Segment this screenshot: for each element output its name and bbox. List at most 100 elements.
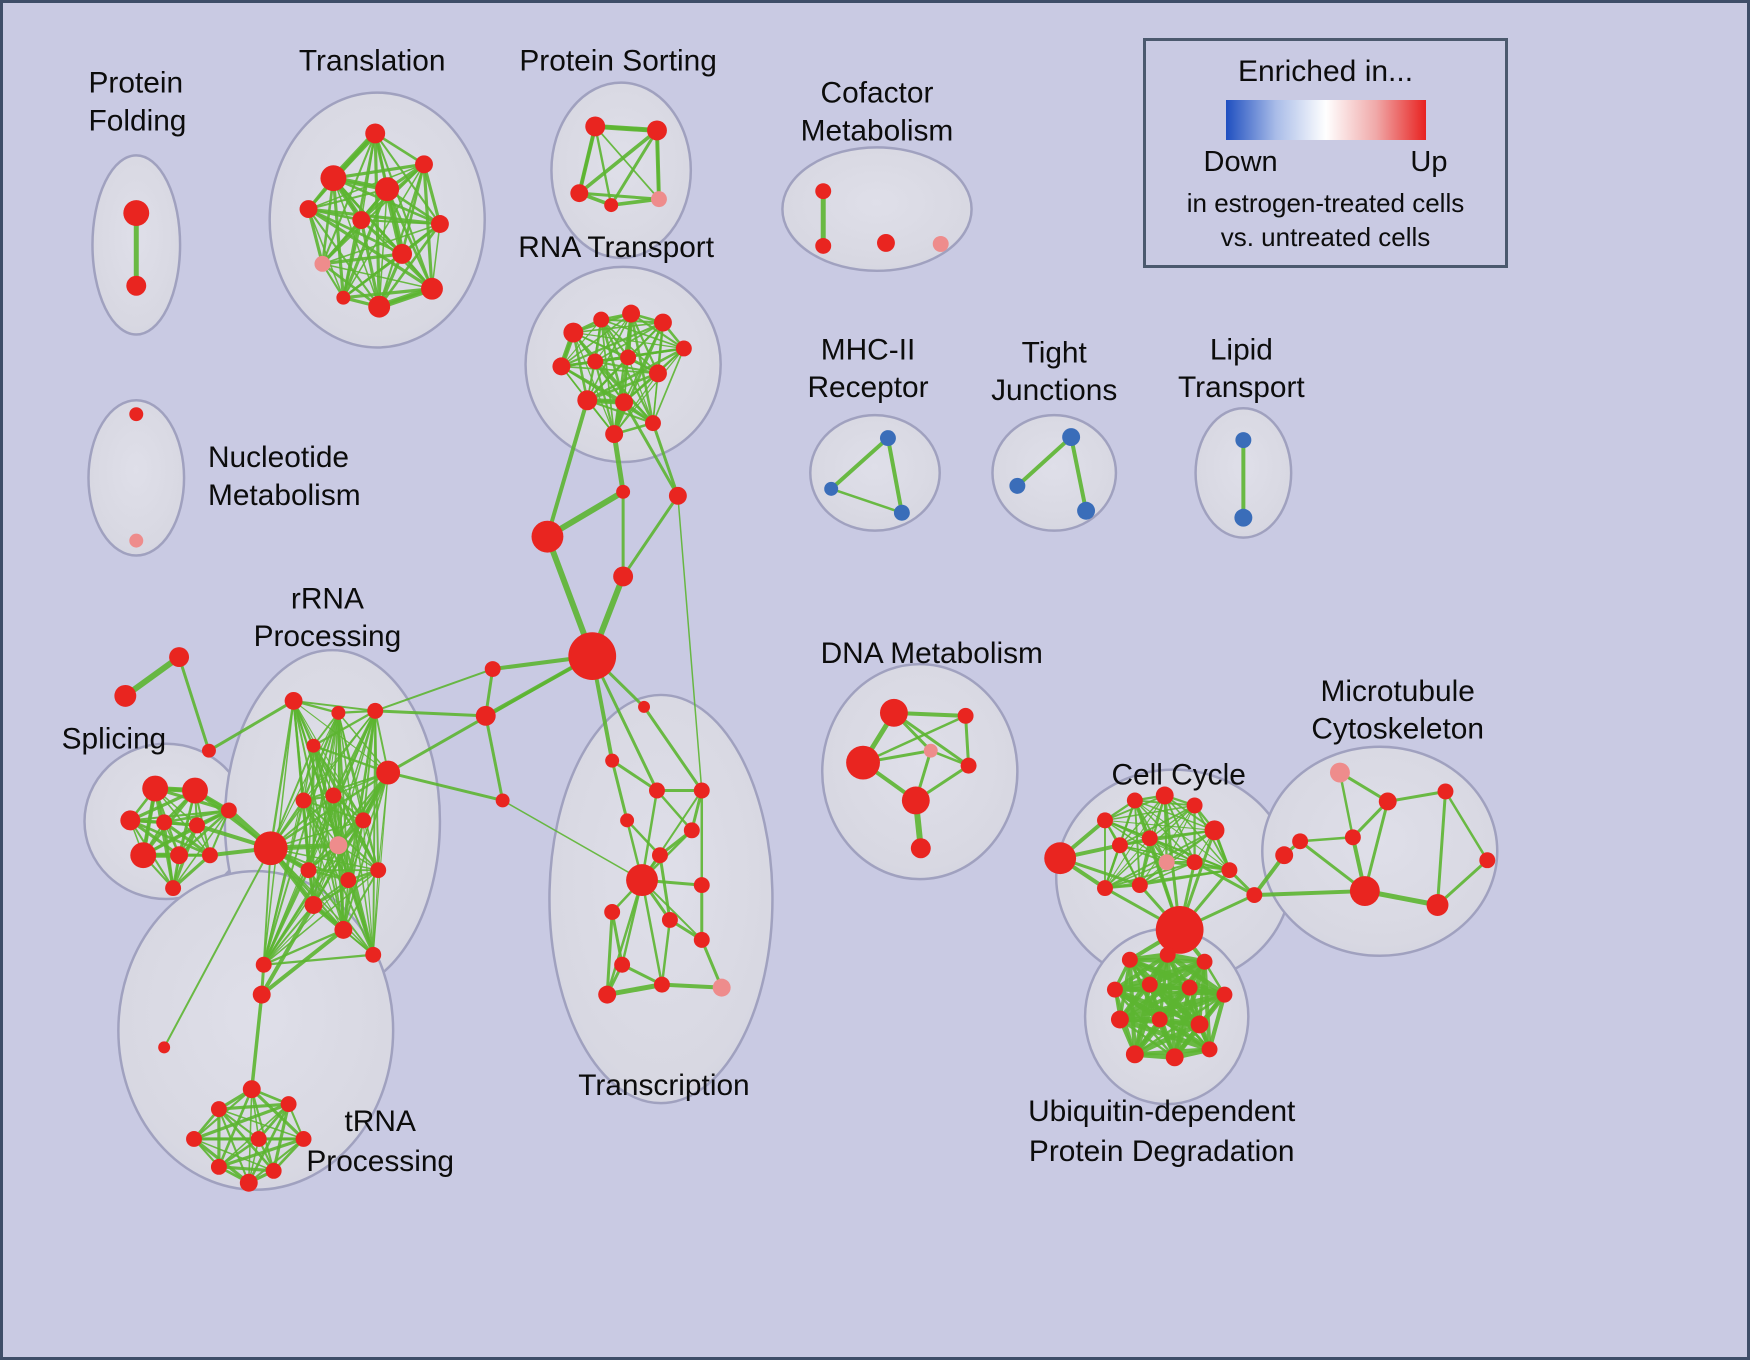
edge-rna_transport-connectors	[545, 398, 590, 539]
node-ubiq-5	[1181, 979, 1198, 996]
edge-translation	[307, 208, 345, 299]
edge-cellcycle	[1104, 837, 1151, 889]
node-ubiq-9	[1190, 1015, 1209, 1034]
node-trna-10	[239, 1173, 258, 1192]
node-connectors-9	[169, 647, 190, 668]
edge-rrna	[269, 771, 390, 850]
node-translation-4	[352, 211, 371, 229]
edge-protein_sorting	[577, 191, 661, 201]
node-transcription-14	[598, 985, 617, 1004]
edge-translation	[385, 187, 434, 291]
edge-rna_transport	[594, 312, 632, 363]
node-nucleotide-1	[129, 533, 144, 548]
edge-splicing	[162, 820, 212, 857]
node-connectors-8	[638, 700, 650, 713]
cluster-label-rrna: Processing	[254, 620, 402, 653]
edge-translation	[378, 163, 426, 308]
edge-rrna	[263, 794, 334, 966]
node-trna-7	[295, 1131, 312, 1147]
node-rna_transport-10	[615, 393, 634, 412]
node-rrna-3	[306, 738, 321, 753]
edge-micro	[1363, 799, 1390, 893]
cluster-label-ubiq: Ubiquitin-dependent	[1028, 1095, 1296, 1128]
node-cellcycle-10	[1221, 862, 1238, 879]
edge-rrna	[302, 771, 390, 802]
edge-splicing	[172, 809, 230, 889]
edge-transcription	[605, 910, 614, 997]
edge-micro	[1436, 858, 1489, 907]
node-rna_transport-1	[593, 311, 610, 328]
node-cofactor-3	[932, 235, 949, 252]
legend: Enriched in... Down Up in estrogen-treat…	[1143, 38, 1508, 268]
edge-protein_sorting	[592, 123, 660, 133]
edge-rrna	[269, 847, 379, 871]
node-rrna-6	[295, 792, 312, 809]
node-ubiq-7	[1110, 1010, 1129, 1029]
node-splicing-5	[220, 802, 237, 819]
edge-rna_transport	[613, 372, 659, 435]
node-translation-10	[336, 290, 351, 305]
cluster-label-mhc: Receptor	[807, 371, 928, 404]
edge-cellcycle	[1104, 861, 1196, 890]
edge-splicing	[141, 808, 231, 857]
node-trna-3	[210, 1101, 227, 1118]
edge-transcription	[604, 982, 665, 998]
edge-rrna	[292, 699, 377, 712]
node-connectors-7	[495, 793, 510, 808]
node-cellcycle-9	[1186, 854, 1203, 871]
edge-translation	[321, 263, 433, 290]
edge-transcription	[659, 982, 724, 990]
edge-splicing	[162, 809, 231, 824]
edge-trna	[217, 1165, 276, 1173]
edge-translation	[321, 223, 441, 265]
edge-rrna	[302, 799, 340, 847]
cluster-ellipse-tight	[991, 413, 1118, 532]
edge-connectors-transcription	[590, 654, 659, 793]
node-transcription-4	[683, 822, 700, 839]
node-rna_transport-12	[605, 425, 624, 444]
edge-rna_transport-connectors	[622, 400, 680, 498]
edge-translation	[359, 218, 381, 309]
edge-cellcycle	[1163, 794, 1196, 864]
node-rna_transport-6	[587, 353, 604, 370]
edge-rrna	[312, 744, 390, 774]
edge-splicing	[128, 819, 212, 857]
edge-protein_sorting	[594, 125, 660, 201]
node-ubiq-1	[1159, 946, 1176, 963]
node-rrna-11	[340, 872, 357, 889]
node-splicing-7	[170, 846, 189, 865]
node-cellcycle-1	[1097, 812, 1113, 829]
node-dna-3	[957, 707, 974, 724]
node-dna-2	[923, 743, 938, 758]
edge-micro	[1386, 790, 1447, 803]
node-micro-4	[1349, 876, 1380, 906]
edge-rrna	[262, 928, 345, 966]
edge-cellcycle-micro	[1252, 889, 1367, 898]
node-trna-5	[186, 1131, 202, 1147]
edge-cellcycle	[1193, 860, 1256, 897]
edge-translation	[422, 162, 434, 291]
node-rrna-9	[329, 836, 348, 855]
node-rna_transport-7	[620, 349, 637, 366]
edge-translation	[331, 162, 426, 180]
edge-protein_sorting	[577, 124, 598, 196]
edge-splicing	[171, 853, 212, 890]
edge-tight	[1015, 435, 1074, 488]
node-micro-1	[1378, 792, 1397, 811]
cluster-label-trna: tRNA	[345, 1105, 416, 1138]
edge-trna	[250, 992, 264, 1091]
edge-rna_transport	[600, 318, 616, 435]
cluster-ellipse-cofactor	[781, 146, 973, 273]
node-splicing-0	[142, 775, 169, 802]
edge-protein_sorting	[654, 128, 661, 202]
edge-dna	[964, 714, 971, 768]
node-cellcycle-3	[1155, 786, 1174, 805]
node-cellcycle-7	[1141, 830, 1158, 847]
edge-rna_transport	[593, 360, 655, 425]
node-cofactor-2	[876, 233, 895, 252]
edge-rna_transport	[572, 331, 615, 435]
node-connectors-6	[475, 705, 496, 726]
node-rrna-7	[325, 787, 342, 804]
cluster-ellipse-trna	[117, 869, 395, 1191]
